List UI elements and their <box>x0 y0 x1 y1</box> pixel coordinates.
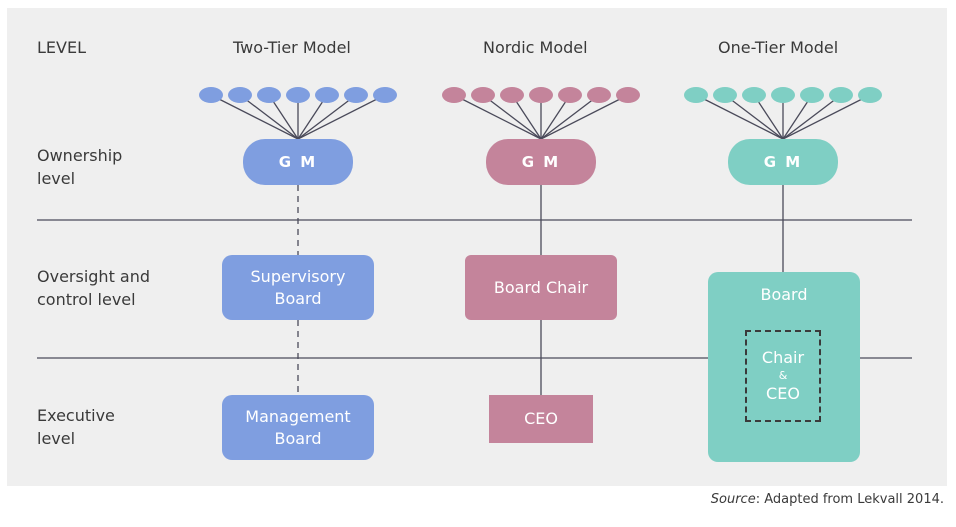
nordic-owner-link <box>511 94 542 140</box>
nordic-owner-dot <box>471 87 495 103</box>
chair-ceo-combined: Chair & CEO <box>745 330 821 422</box>
two_tier-owner-link <box>210 94 299 140</box>
one_tier-owner-link <box>695 94 784 140</box>
one_tier-owner-dot <box>742 87 766 103</box>
nordic-owner-dot <box>616 87 640 103</box>
two_tier-owner-dot <box>344 87 368 103</box>
two_tier-owner-link <box>297 94 386 140</box>
one_tier-owner-link <box>724 94 784 140</box>
nordic-owner-link <box>540 94 629 140</box>
nordic-ceo: CEO <box>489 395 593 443</box>
two_tier-owner-dot <box>286 87 310 103</box>
header-two-tier: Two-Tier Model <box>233 38 351 57</box>
nordic-owner-link <box>482 94 542 140</box>
header-one-tier: One-Tier Model <box>718 38 839 57</box>
two_tier-owner-link <box>268 94 299 140</box>
two_tier-owner-dot <box>257 87 281 103</box>
two_tier-owner-dot <box>315 87 339 103</box>
two_tier-owner-dot <box>228 87 252 103</box>
nordic-owner-dot <box>587 87 611 103</box>
one_tier-owner-link <box>782 94 813 140</box>
nordic-owner-dot <box>500 87 524 103</box>
one_tier-owner-dot <box>800 87 824 103</box>
one_tier-owner-dot <box>829 87 853 103</box>
nordic-owner-dot <box>529 87 553 103</box>
nordic-owner-dot <box>442 87 466 103</box>
one-tier-board: Board <box>708 272 860 462</box>
one_tier-owner-link <box>782 94 842 140</box>
two_tier-owner-link <box>297 94 328 140</box>
one_tier-owner-dot <box>771 87 795 103</box>
two-tier-gm: G M <box>243 139 353 185</box>
nordic-owner-link <box>540 94 571 140</box>
connector-layer <box>37 87 912 395</box>
one_tier-owner-dot <box>684 87 708 103</box>
one_tier-owner-dot <box>713 87 737 103</box>
board-chair: Board Chair <box>465 255 617 320</box>
nordic-owner-link <box>453 94 542 140</box>
two_tier-owner-dot <box>199 87 223 103</box>
one_tier-owner-link <box>782 94 871 140</box>
source-note: Source: Adapted from Lekvall 2014. <box>710 492 944 507</box>
two_tier-owner-link <box>239 94 299 140</box>
two_tier-owner-dot <box>373 87 397 103</box>
header-nordic: Nordic Model <box>483 38 588 57</box>
nordic-owner-dot <box>558 87 582 103</box>
one-tier-gm: G M <box>728 139 838 185</box>
header-level: LEVEL <box>37 38 86 57</box>
one_tier-owner-dot <box>858 87 882 103</box>
nordic-gm: G M <box>486 139 596 185</box>
nordic-owner-link <box>540 94 600 140</box>
one_tier-owner-link <box>753 94 784 140</box>
diagram-canvas: LEVEL Two-Tier Model Nordic Model One-Ti… <box>7 8 947 486</box>
two_tier-owner-link <box>297 94 357 140</box>
